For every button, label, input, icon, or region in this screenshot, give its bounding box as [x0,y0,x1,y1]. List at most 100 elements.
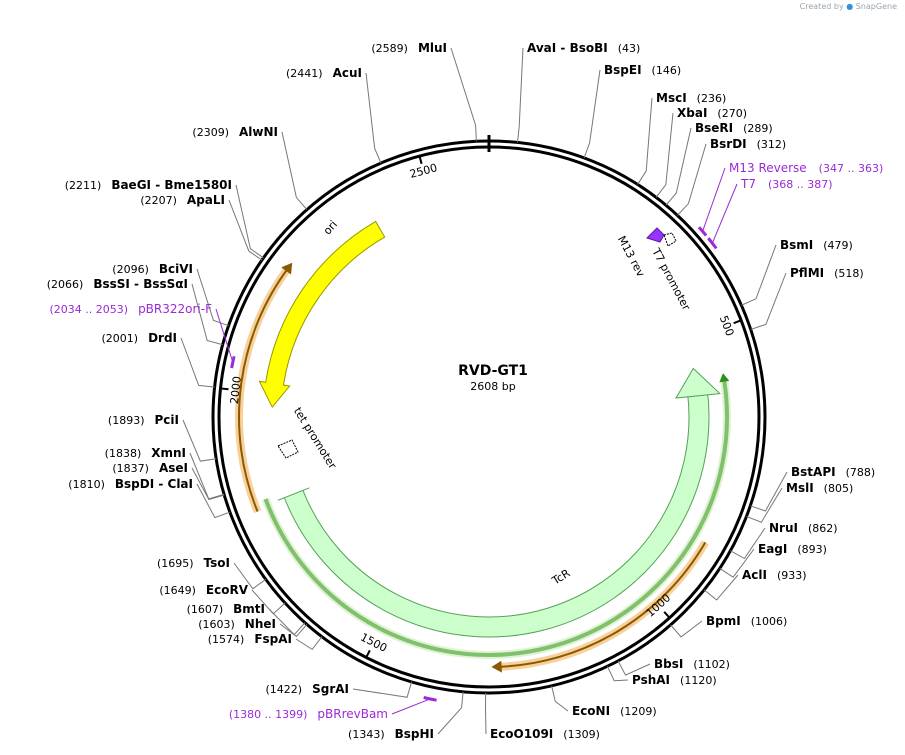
enzyme-leader-line [655,112,674,198]
enzyme-position: (1893) [108,414,145,427]
enzyme-name: BbsI [654,657,683,671]
enzyme-label[interactable]: BspEI(146) [604,63,681,77]
enzyme-label[interactable]: (1649) EcoRV [159,583,248,597]
tet-promoter-arrow-icon [277,439,299,459]
enzyme-leader-line [637,97,653,185]
enzyme-position: (788) [846,466,876,479]
enzyme-label[interactable]: BstAPI (788) [791,465,875,479]
enzyme-position: (1649) [159,584,196,597]
enzyme-label[interactable]: (1893) PciI [108,413,179,427]
feature-label-ori: ori [321,218,340,237]
enzyme-position: (146) [652,64,682,77]
enzyme-position: (1209) [620,705,657,718]
enzyme-leader-line [750,471,788,512]
enzyme-name: BstAPI [791,465,836,479]
enzyme-label[interactable]: BbsI (1102) [654,657,730,671]
primer-name: M13 Reverse [729,161,807,175]
enzyme-label[interactable]: (1695)TsoI [157,556,230,570]
enzyme-leader-line [437,691,464,735]
enzyme-leader-line [551,685,569,712]
enzyme-name: PflMI [790,266,824,280]
enzyme-leader-line [741,244,777,306]
enzyme-label[interactable]: (1607)BmtI [187,602,265,616]
enzyme-label[interactable]: (2096)BciVI [112,262,193,276]
enzyme-label[interactable]: BsrDI(312) [710,137,786,151]
primer-label[interactable]: (1380 .. 1399) pBRrevBam [229,707,388,721]
enzyme-label[interactable]: AvaI - BsoBI(43) [527,41,640,55]
enzyme-label[interactable]: (1603)NheI [198,617,276,631]
primer-range: (1380 .. 1399) [229,708,308,721]
enzyme-leader-line [228,199,263,261]
primer-name: pBRrevBam [317,707,388,721]
enzyme-label[interactable]: (1837)AseI [112,461,188,475]
enzyme-label[interactable]: (2211) BaeGI - Bme1580I [65,178,232,192]
enzyme-name: BaeGI - Bme1580I [111,178,232,192]
enzyme-position: (1006) [751,615,788,628]
enzyme-name: MscI [656,91,687,105]
enzyme-label[interactable]: (2207)ApaLI [140,193,225,207]
enzyme-label[interactable]: EcoNI(1209) [572,704,657,718]
primer-label[interactable]: T7(368 .. 387) [740,177,833,191]
enzyme-name: DrdI [148,331,177,345]
enzyme-leader-line [279,623,308,638]
enzyme-position: (2441) [286,67,323,80]
enzyme-name: BmtI [233,602,265,616]
enzyme-name: BciVI [159,262,193,276]
enzyme-label[interactable]: AclI(933) [742,568,807,582]
enzyme-name: XmnI [151,446,186,460]
enzyme-position: (1343) [348,728,385,741]
enzyme-label[interactable]: (1343)BspHI [348,727,434,741]
enzyme-name: BpmI [706,614,741,628]
primer-mark [697,226,708,237]
enzyme-position: (1810) [68,478,105,491]
enzyme-label[interactable]: (2066)BssSI - BssSαI [47,277,188,291]
enzyme-position: (479) [823,239,853,252]
enzyme-position: (1603) [198,618,235,631]
enzyme-label[interactable]: MslI(805) [786,481,853,495]
enzyme-label[interactable]: (1838)XmnI [105,446,186,460]
enzyme-name: AlwNI [239,125,278,139]
primer-leader-line [711,183,738,244]
primer-label[interactable]: (2034 .. 2053) pBR322ori-F [50,302,213,316]
enzyme-label[interactable]: NruI(862) [769,521,838,535]
enzyme-leader-line [196,483,231,519]
enzyme-label[interactable]: XbaI(270) [677,106,747,120]
primer-range: (2034 .. 2053) [50,303,129,316]
enzyme-label[interactable]: EcoO109I(1309) [490,727,600,741]
enzyme-position: (1102) [693,658,730,671]
enzyme-label[interactable]: (2001) DrdI [101,331,177,345]
orf-left-line [238,266,290,512]
enzyme-label[interactable]: (2441)AcuI [286,66,362,80]
enzyme-name: EcoO109I [490,727,553,741]
enzyme-leader-line [670,620,703,638]
enzyme-position: (2001) [101,332,138,345]
watermark-brand: SnapGene [855,2,897,11]
enzyme-label[interactable]: (1574)FspAI [208,632,292,646]
enzyme-label[interactable]: BpmI (1006) [706,614,787,628]
primer-label[interactable]: M13 Reverse(347 .. 363) [729,161,883,175]
enzyme-label[interactable]: (1422)SgrAI [266,682,349,696]
enzyme-name: EcoRV [206,583,249,597]
tick-mark [733,319,742,325]
enzyme-leader-line [583,69,601,159]
enzyme-name: AclI [742,568,767,582]
enzyme-label[interactable]: EagI(893) [758,542,827,556]
enzyme-label[interactable]: (1810)BspDI - ClaI [68,477,193,491]
enzyme-label[interactable]: BsmI(479) [780,238,853,252]
enzyme-position: (2211) [65,179,102,192]
enzyme-label[interactable]: MscI(236) [656,91,726,105]
enzyme-label[interactable]: BseRI(289) [695,121,773,135]
plasmid-name: RVD-GT1 [458,363,528,379]
enzyme-label[interactable]: PshAI(1120) [632,673,717,687]
enzyme-label[interactable]: (2589)MluI [371,41,447,55]
feature-tcr-head [675,367,721,399]
enzyme-label[interactable]: PflMI(518) [790,266,864,280]
primer-name: pBR322ori-F [138,302,212,316]
enzyme-name: PciI [155,413,180,427]
enzyme-name: NruI [769,521,798,535]
tick-mark [220,387,229,391]
primer-leader-line [702,167,726,232]
enzyme-label[interactable]: (2309)AlwNI [192,125,278,139]
primer-mark [707,237,718,250]
